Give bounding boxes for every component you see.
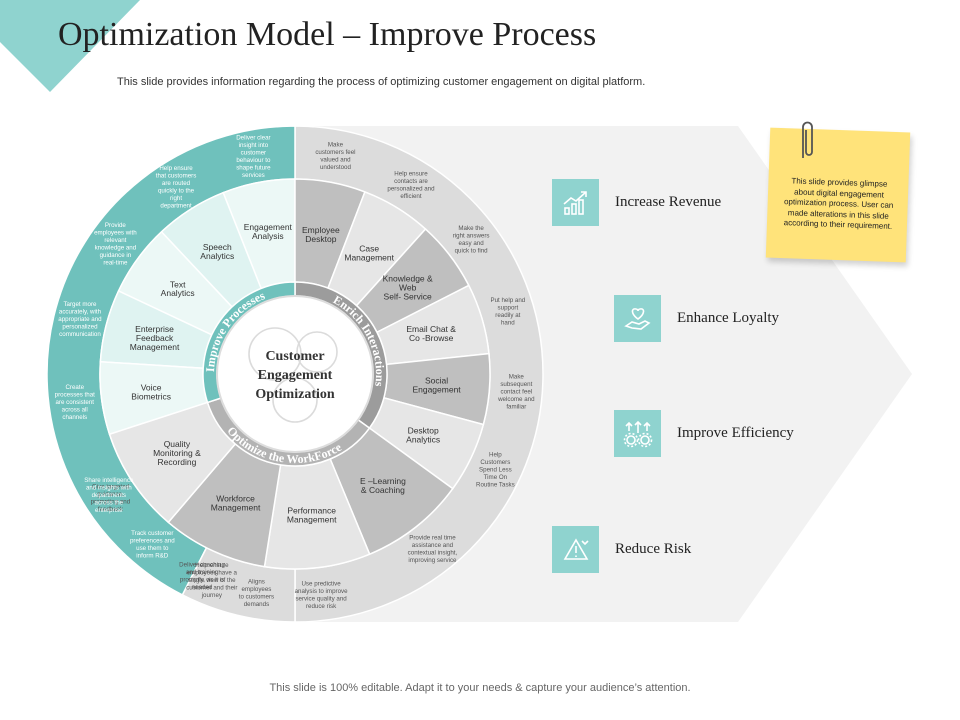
gears-arrows-icon: [614, 410, 661, 457]
center-circle: [216, 295, 374, 453]
slide-title: Optimization Model – Improve Process: [58, 16, 597, 53]
center-title: Customer: [265, 349, 324, 364]
heart-hand-icon: [614, 295, 661, 342]
slide-subtitle: This slide provides information regardin…: [117, 76, 646, 88]
slide-footer: This slide is 100% editable. Adapt it to…: [269, 682, 691, 694]
corner-decoration: [0, 0, 140, 92]
benefit-improve-efficiency: Improve Efficiency: [614, 410, 794, 457]
center-title: Optimization: [255, 387, 335, 402]
gears-and-people-icon: [248, 327, 338, 423]
workforce-item-label: E –Learning& Coaching: [360, 476, 406, 495]
benefit-reduce-risk: Reduce Risk: [552, 526, 691, 573]
growth-chart-icon: [552, 179, 599, 226]
benefit-enhance-loyalty: Enhance Loyalty: [614, 295, 779, 342]
benefit-label: Improve Efficiency: [677, 425, 794, 441]
center-title: Engagement: [258, 368, 333, 383]
benefit-label: Increase Revenue: [615, 194, 722, 210]
benefit-increase-revenue: Increase Revenue: [552, 179, 721, 226]
enrich-item-label: Email Chat &Co -Browse: [406, 324, 456, 343]
benefit-label: Reduce Risk: [615, 541, 692, 557]
paperclip-icon: [802, 121, 813, 158]
sticky-note: This slide provides glimpse about digita…: [765, 127, 911, 263]
note-text: This slide provides glimpse about digita…: [783, 176, 894, 231]
warning-triangle-icon: [552, 526, 599, 573]
benefit-label: Enhance Loyalty: [677, 310, 780, 326]
